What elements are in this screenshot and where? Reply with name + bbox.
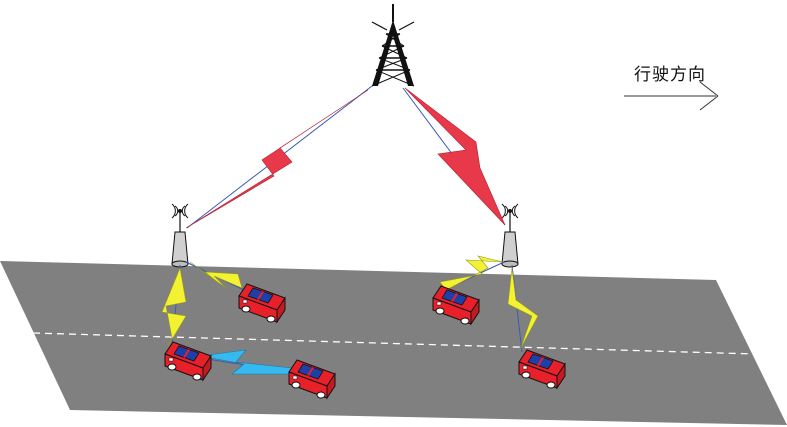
cell-tower-icon: [372, 4, 414, 86]
roadside-unit-icon: [502, 204, 518, 267]
backhaul-link-right: [403, 88, 505, 225]
direction-label: 行驶方向: [634, 60, 706, 85]
arrow-right-icon: [624, 82, 718, 110]
roadside-unit-icon: [172, 204, 188, 267]
backhaul-link-left: [186, 86, 372, 228]
